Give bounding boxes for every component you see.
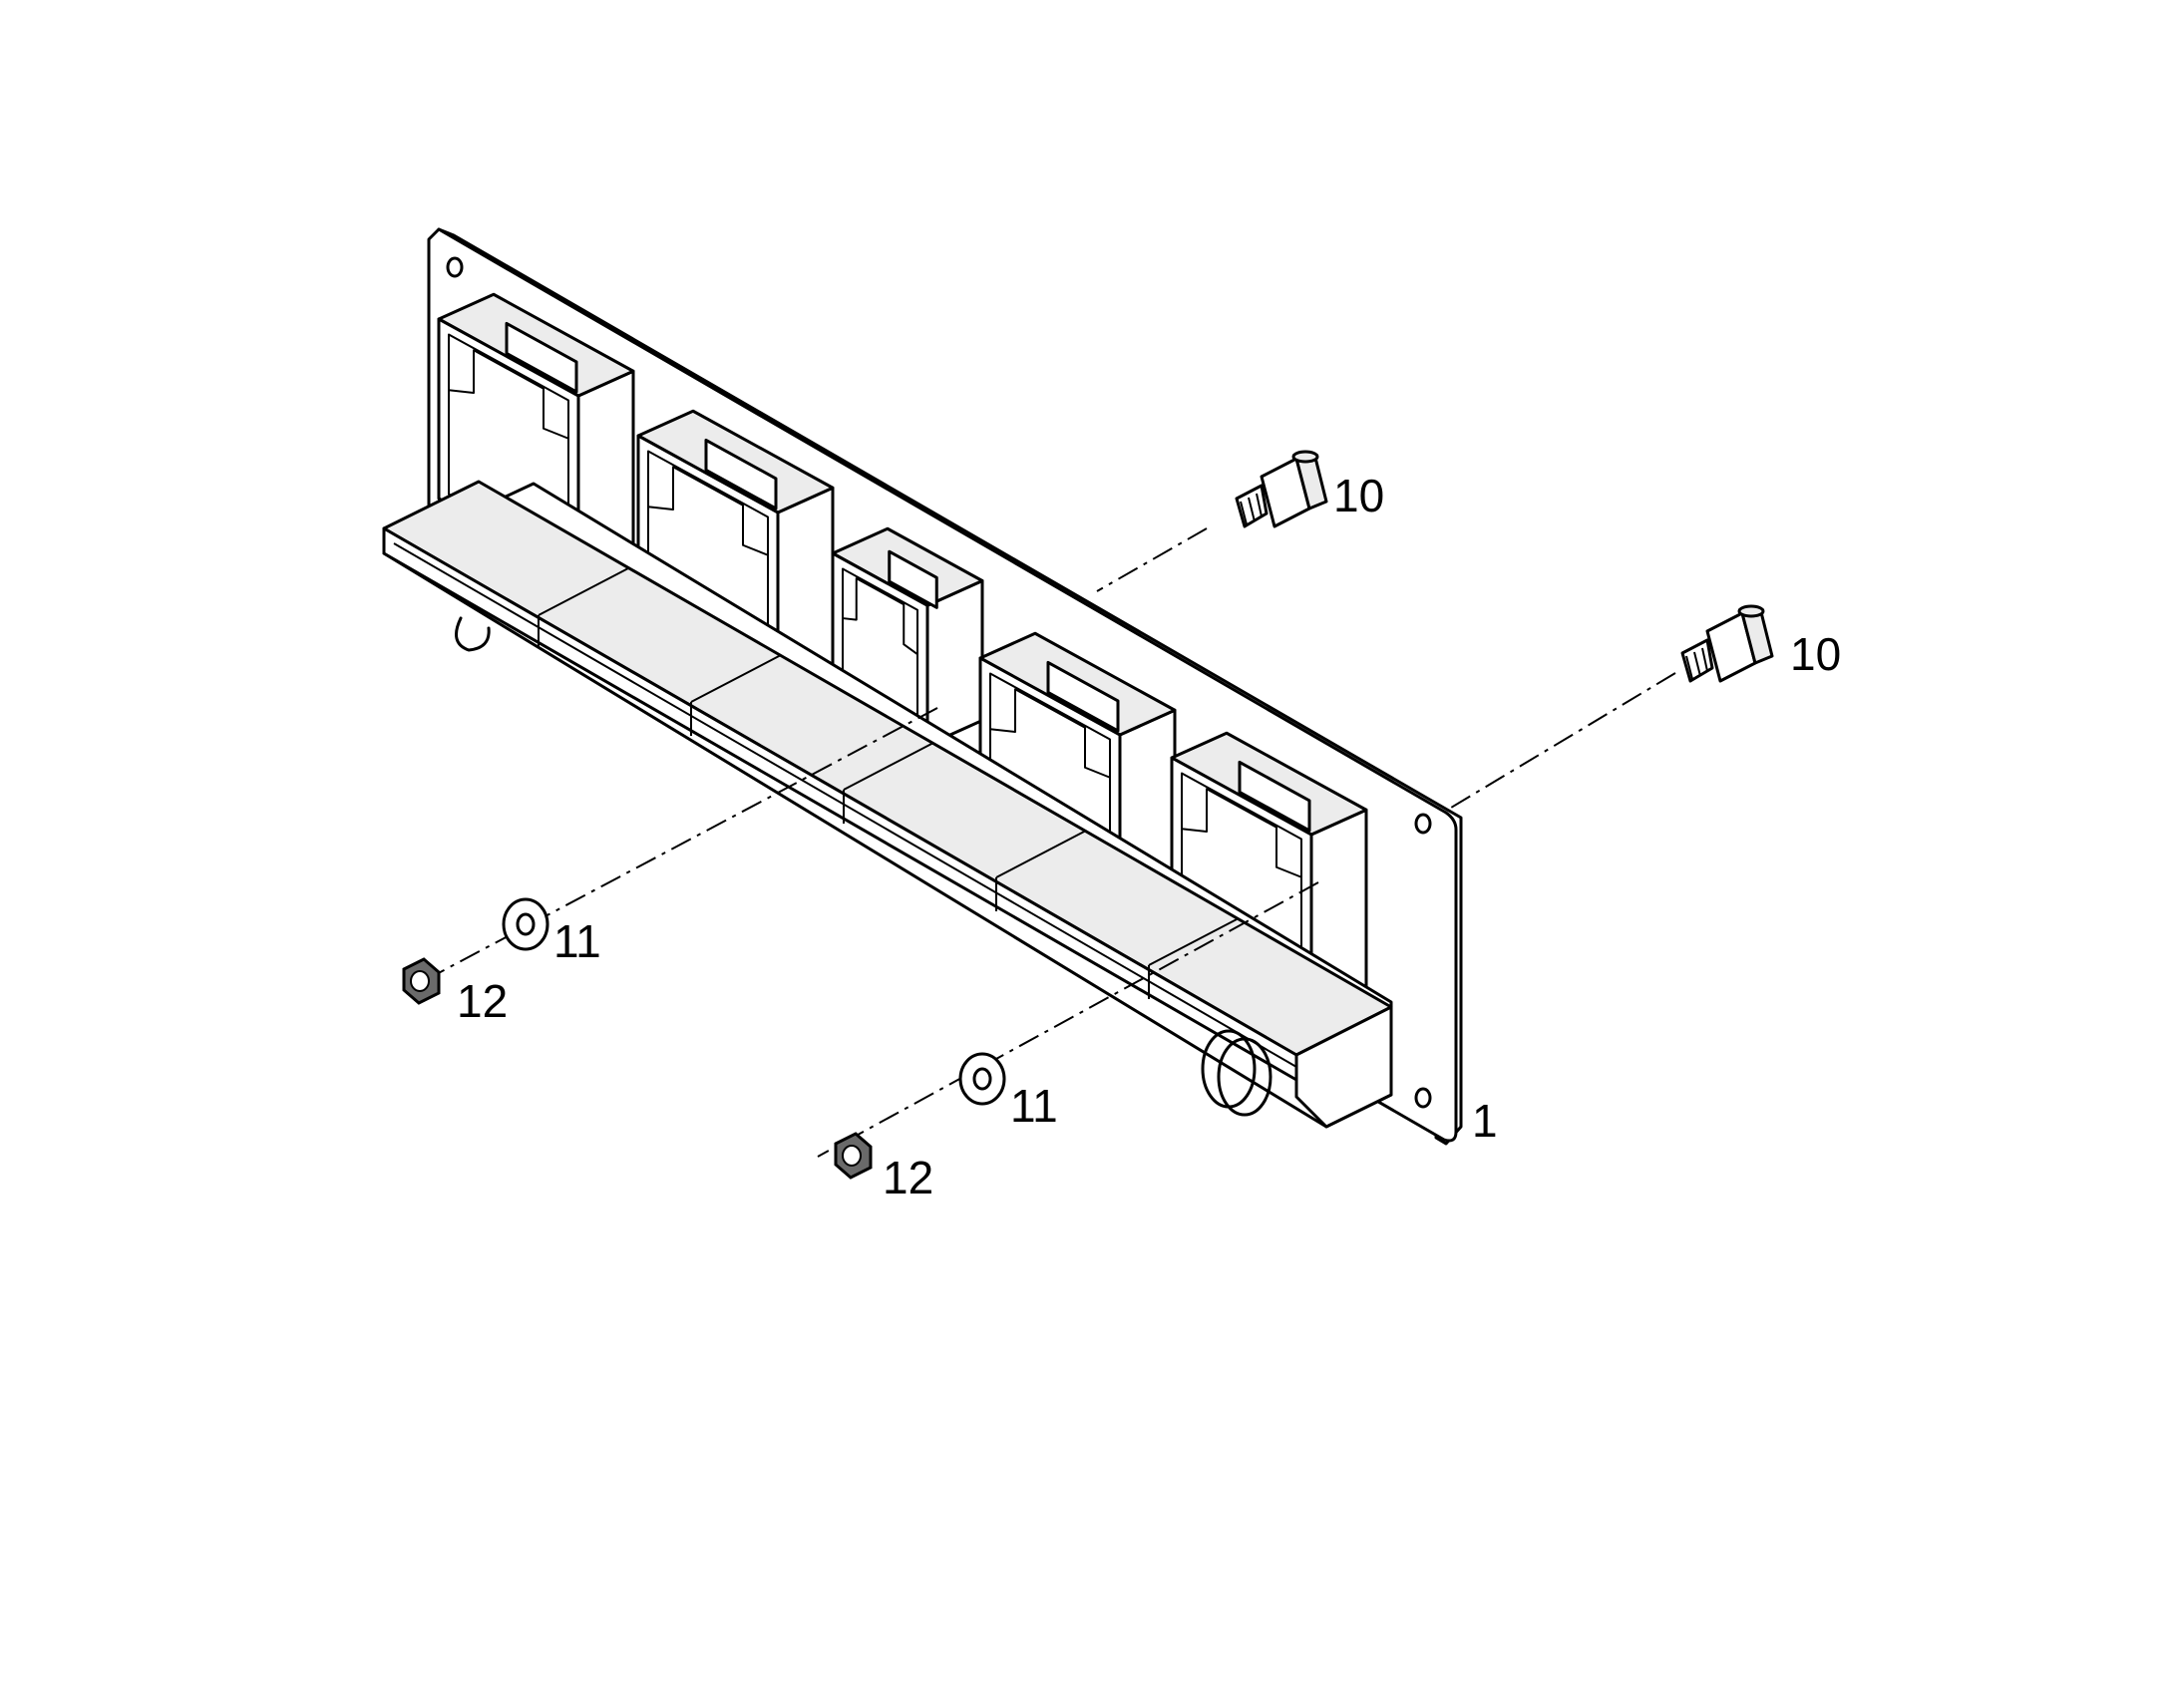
mounting-hole	[1414, 1087, 1432, 1109]
callout-washer-left: 11	[553, 915, 601, 967]
mounting-hole	[446, 256, 464, 278]
washer-left	[502, 897, 549, 951]
nut-left	[402, 957, 441, 1005]
callout-panel: 1	[1472, 1095, 1498, 1147]
mounting-hole	[1414, 813, 1432, 835]
assembly-lines	[430, 527, 1676, 1158]
relay-strip	[382, 480, 1393, 1129]
callout-nut-left: 12	[457, 975, 508, 1027]
callout-standoff-right: 10	[1790, 628, 1841, 680]
callout-washer-center: 11	[1010, 1080, 1058, 1132]
callout-nut-center: 12	[883, 1152, 933, 1203]
standoff-upper	[1235, 450, 1328, 528]
washer-center	[958, 1052, 1006, 1106]
nut-center	[834, 1132, 873, 1180]
callout-standoff-upper: 10	[1333, 470, 1384, 521]
standoff-right	[1680, 604, 1774, 683]
